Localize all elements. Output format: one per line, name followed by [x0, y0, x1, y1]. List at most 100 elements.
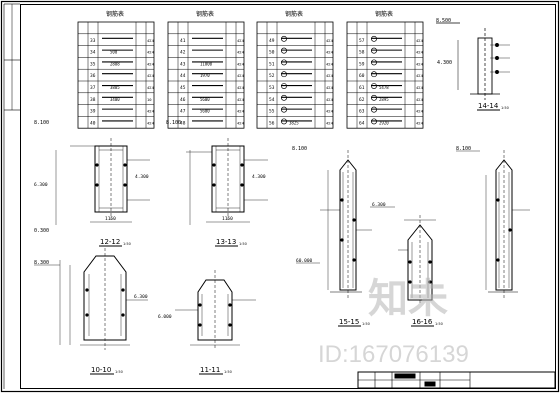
rebar-dim: 3825 — [289, 120, 299, 125]
rebar-count: 4Σ4 — [147, 61, 155, 66]
scale-15-15: 1:50 — [362, 322, 370, 326]
row-id: 48 — [180, 120, 186, 126]
rebar-ring-symbol — [371, 106, 377, 113]
scale-10-10: 1:50 — [115, 370, 123, 374]
rebar-ring-symbol — [281, 83, 287, 89]
elev-top-15: 8.100 — [292, 146, 307, 152]
row-id: 39 — [90, 109, 96, 115]
rebar-count: 4Σ4 — [237, 38, 245, 43]
rebar-count: 4Σ4 — [416, 85, 424, 90]
rebar-ring-symbol — [281, 94, 287, 101]
scale-16-16: 1:50 — [435, 322, 443, 326]
rebar-dim: 500 — [110, 50, 118, 55]
row-id: 46 — [180, 97, 186, 103]
rebar-dim: 1970 — [200, 73, 210, 78]
rebar-count: 4Σ4 — [147, 50, 155, 55]
rebar-count: 4Σ4 — [147, 120, 155, 125]
rebar-count: 4Σ4 — [326, 109, 334, 114]
rebar-count: 4Σ4 — [237, 97, 245, 102]
table-frame — [256, 21, 334, 129]
rebar-dim: 3885 — [110, 85, 120, 90]
row-id: 63 — [359, 109, 365, 115]
label-12-12: 12-12 — [100, 238, 120, 246]
rebar-dim: 2895 — [379, 97, 389, 102]
rebar-ring-symbol — [281, 106, 287, 113]
scale-14-14: 1:50 — [501, 106, 509, 110]
rebar-ring-symbol — [371, 118, 377, 125]
row-id: 36 — [90, 73, 96, 79]
row-id: 40 — [90, 120, 96, 126]
elev-mid-13: 4.300 — [252, 174, 266, 180]
label-13-13: 13-13 — [216, 238, 236, 246]
dim-13: 1150 — [222, 216, 233, 222]
elev-mid-12: 4.300 — [135, 174, 149, 180]
rebar-ring-symbol — [281, 118, 287, 125]
rebar-count: 4Σ4 — [237, 73, 245, 78]
table-title: 钢筋表 — [196, 10, 214, 18]
rebar-count: 4Σ4 — [147, 85, 155, 90]
table-frame — [346, 21, 424, 129]
rebar-count: 4Σ4 — [237, 85, 245, 90]
watermark-id: ID:167076139 — [318, 341, 469, 368]
row-id: 42 — [180, 50, 186, 56]
rebar-dim: 2888 — [110, 61, 120, 66]
rebar-ring-symbol — [281, 59, 287, 66]
rebar-dim: 5478 — [379, 85, 389, 90]
rebar-dim: 3400 — [110, 97, 120, 102]
rebar-dim: 2920 — [379, 120, 389, 125]
rebar-count: 4Σ4 — [326, 61, 334, 66]
rebar-ring-symbol — [281, 35, 287, 42]
row-id: 38 — [90, 97, 96, 103]
table-title: 钢筋表 — [285, 10, 303, 18]
elev-bot-12: 0.300 — [34, 228, 49, 234]
dim-12: 1150 — [105, 216, 116, 222]
rebar-count: 4Σ4 — [237, 120, 245, 125]
rebar-count: 4Σ4 — [416, 97, 424, 102]
scale-11-11: 1:50 — [224, 370, 232, 374]
watermark: 知未 ID:167076139 — [318, 277, 469, 368]
rebar-count: 10 — [147, 97, 152, 102]
row-id: 57 — [359, 38, 365, 44]
rebar-dim: 5600 — [200, 109, 210, 114]
rebar-count: 4Σ4 — [147, 109, 155, 114]
elev-mid-15: 6.300 — [372, 202, 386, 208]
table-title: 钢筋表 — [106, 10, 124, 18]
label-11-11: 11-11 — [200, 366, 220, 374]
row-id: 62 — [359, 97, 365, 103]
row-id: 54 — [269, 97, 275, 103]
row-id: 53 — [269, 85, 275, 91]
elev-mid-11: 6.000 — [158, 314, 172, 320]
row-id: 58 — [359, 50, 365, 56]
rebar-dim: 5600 — [200, 97, 210, 102]
row-id: 61 — [359, 85, 365, 91]
row-id: 51 — [269, 61, 275, 67]
rebar-count: 4Σ4 — [416, 61, 424, 66]
section-12-12: 1150 4.300 0.300 6.300 12-12 1:50 — [34, 138, 150, 247]
elev-mid-14: 4.300 — [437, 60, 452, 66]
rebar-count: 4Σ4 — [416, 120, 424, 125]
label-15-15: 15-15 — [339, 318, 359, 326]
scale-12-12: 1:50 — [123, 242, 131, 246]
scale-13-13: 1:50 — [239, 242, 247, 246]
row-id: 45 — [180, 85, 186, 91]
row-id: 52 — [269, 73, 275, 79]
section-16-16: 16-16 1:50 — [398, 215, 443, 327]
elev-top-10: 8.300 — [34, 260, 49, 266]
table-frame — [77, 21, 155, 129]
row-id: 55 — [269, 109, 275, 115]
rebar-count: 4Σ4 — [326, 50, 334, 55]
rebar-ring-symbol — [371, 59, 377, 66]
rebar-ring-symbol — [371, 83, 377, 89]
rebar-count: 4Σ4 — [237, 109, 245, 114]
row-id: 37 — [90, 85, 96, 91]
row-id: 33 — [90, 38, 96, 44]
rebar-dim: 11800 — [200, 61, 213, 66]
section-15-15: 8.100 6.300 60.000 15-15 1:50 — [292, 146, 395, 327]
row-id: 35 — [90, 61, 96, 67]
section-14-14: 8.500 4.300 14-14 1:50 — [436, 18, 510, 111]
